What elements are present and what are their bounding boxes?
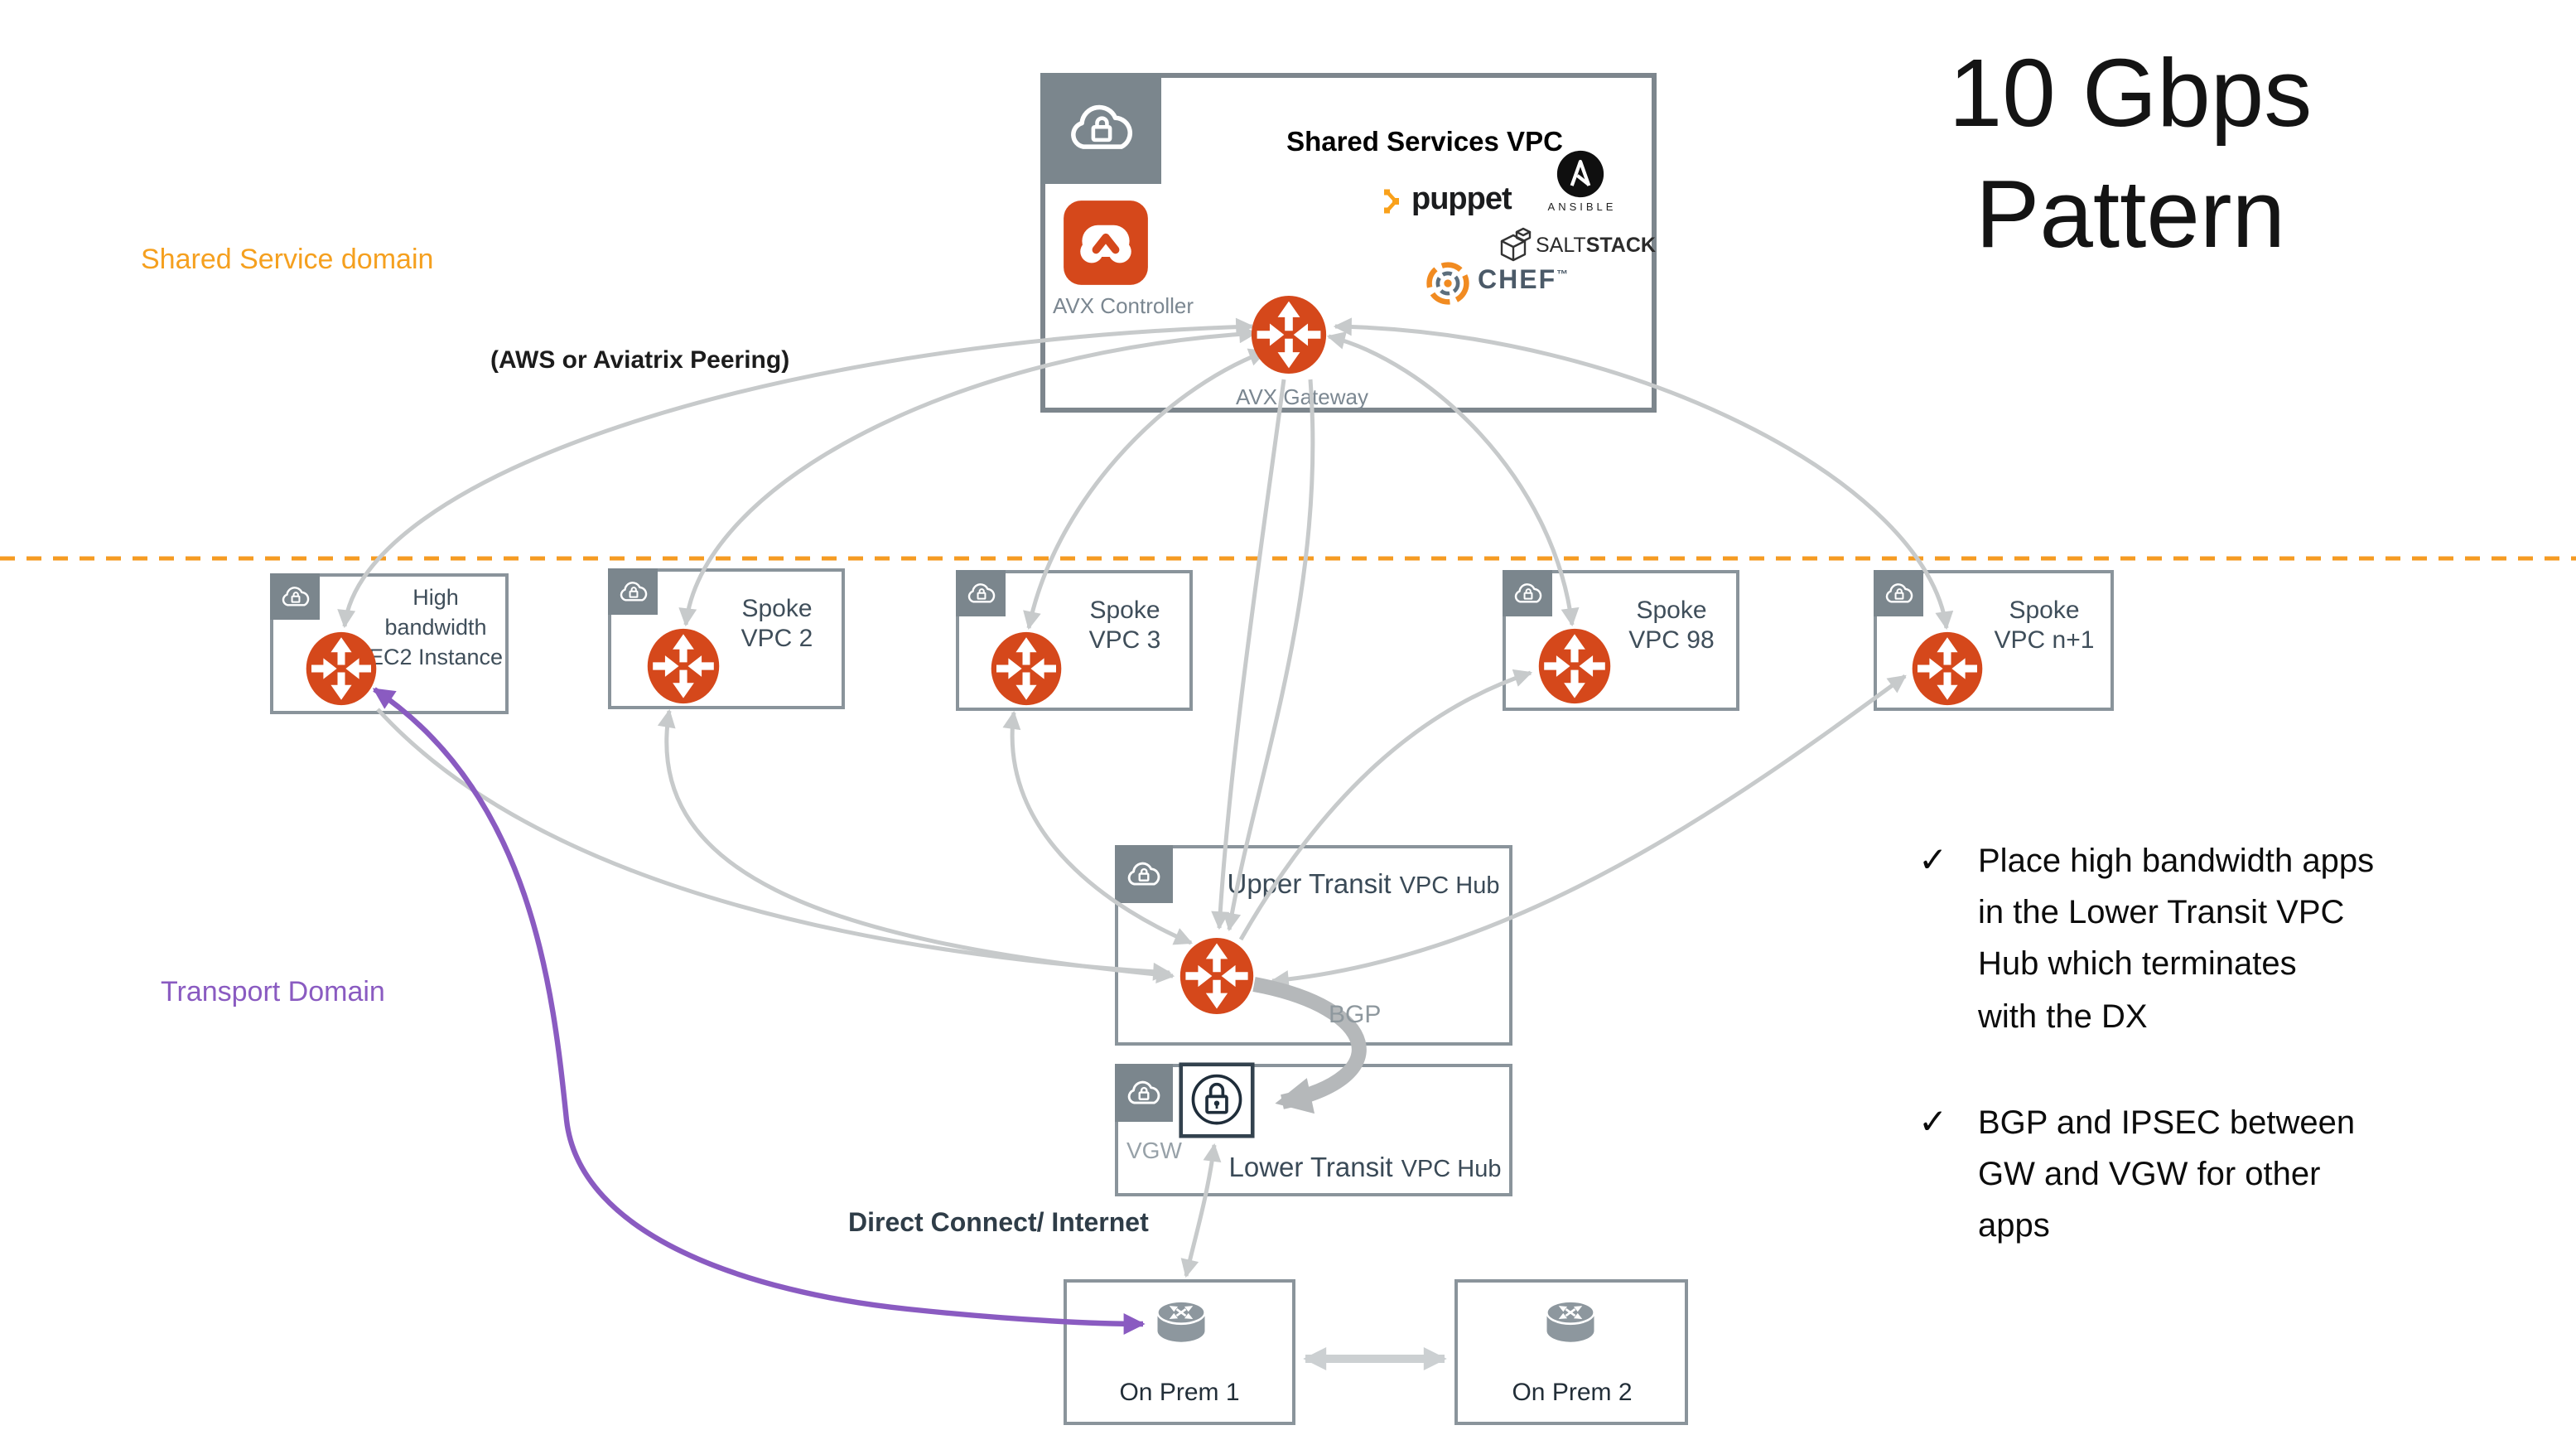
upper-transit-title-main: Upper Transit <box>1227 870 1392 900</box>
cloud-lock-icon <box>608 568 658 615</box>
transport-domain-label: Transport Domain <box>161 976 385 1007</box>
shared-service-domain-label: Shared Service domain <box>141 244 434 275</box>
spoke-label-line: bandwidth <box>384 614 487 640</box>
chef-logo-text: CHEF™ <box>1478 267 1570 297</box>
spoke-label-line: Spoke <box>2009 597 2080 625</box>
saltstack-icon <box>1496 227 1532 263</box>
peering-label: (AWS or Aviatrix Peering) <box>490 346 790 374</box>
bgp-label: BGP <box>1329 1001 1382 1029</box>
chef-icon <box>1425 260 1471 307</box>
cloud-lock-icon <box>1115 1064 1173 1122</box>
shared-services-vpc-box: Shared Services VPC AVX Controller puppe… <box>1040 73 1657 413</box>
spoke-label-line: Spoke <box>1636 597 1707 625</box>
cloud-lock-icon <box>1115 845 1173 903</box>
shared-services-vpc-title: Shared Services VPC <box>1286 128 1563 157</box>
spoke-label-line: VPC 2 <box>740 625 813 654</box>
upper-transit-title-suffix: VPC Hub <box>1399 873 1500 900</box>
page-title-line-1: 10 Gbps <box>1948 40 2313 147</box>
onprem-router-icon <box>1537 1288 1604 1350</box>
checkmark-icon: ✓ <box>1918 842 1948 880</box>
direct-connect-label: Direct Connect/ Internet <box>848 1210 1149 1238</box>
onprem-router-icon <box>1148 1288 1214 1350</box>
lower-transit-vpc-hub-box: VGW Lower Transit VPC Hub <box>1115 1064 1512 1196</box>
cloud-lock-icon <box>1874 570 1923 616</box>
page-title-line-2: Pattern <box>1975 161 2285 269</box>
spoke-box-vpc-2: Spoke VPC 2 <box>608 568 845 709</box>
spoke-label-line: VPC 3 <box>1088 626 1161 655</box>
page-title: 10 Gbps Pattern <box>1882 33 2379 275</box>
puppet-logo-text: puppet <box>1411 182 1512 217</box>
cloud-lock-icon <box>1040 73 1161 184</box>
lower-transit-title: Lower Transit VPC Hub <box>1218 1153 1512 1185</box>
avx-controller-icon <box>1062 199 1150 287</box>
lower-transit-title-main: Lower Transit <box>1228 1153 1393 1183</box>
cloud-lock-icon <box>956 570 1006 616</box>
spoke-label-line: VPC 98 <box>1628 626 1715 655</box>
salt-text: SALT <box>1536 234 1586 257</box>
router-icon <box>644 628 722 704</box>
router-icon <box>1536 628 1614 704</box>
note-text: BGP and IPSEC between GW and VGW for oth… <box>1978 1104 2356 1245</box>
puppet-icon <box>1383 179 1408 224</box>
cloud-lock-icon <box>1503 570 1552 616</box>
spoke-label-line: Spoke <box>1089 597 1160 625</box>
avx-controller-label: AVX Controller <box>1052 293 1194 318</box>
upper-transit-title: Upper Transit VPC Hub <box>1218 870 1509 901</box>
note-item: ✓ BGP and IPSEC between GW and VGW for o… <box>1918 1099 2515 1254</box>
spoke-label-line: Spoke <box>741 595 813 623</box>
ansible-logo-text: ANSIBLE <box>1547 202 1617 214</box>
cloud-lock-icon <box>270 573 320 620</box>
router-icon <box>987 631 1065 706</box>
upper-transit-vpc-hub-box: Upper Transit VPC Hub <box>1115 845 1512 1046</box>
stack-text: STACK <box>1585 234 1656 257</box>
chef-text: CHEF <box>1478 267 1557 295</box>
vgw-lock-icon <box>1178 1062 1256 1138</box>
note-text: Place high bandwidth apps in the Lower T… <box>1978 843 2375 1036</box>
saltstack-logo-text: SALTSTACK <box>1536 234 1656 257</box>
avx-gateway-label: AVX Gateway <box>1236 384 1368 409</box>
spoke-label-line: EC2 Instance <box>368 644 504 669</box>
router-icon <box>1908 631 1986 706</box>
upper-transit-router-icon <box>1178 935 1256 1017</box>
router-icon <box>303 631 379 706</box>
chef-tm: ™ <box>1556 269 1570 282</box>
on-prem-2-label: On Prem 2 <box>1512 1379 1633 1407</box>
lower-transit-title-suffix: VPC Hub <box>1401 1157 1502 1183</box>
notes-list: ✓ Place high bandwidth apps in the Lower… <box>1918 837 2515 1308</box>
spoke-label-line: VPC n+1 <box>1994 626 2095 655</box>
on-prem-1-label: On Prem 1 <box>1119 1379 1240 1407</box>
checkmark-icon: ✓ <box>1918 1103 1948 1142</box>
avx-gateway-icon <box>1249 292 1329 378</box>
note-item: ✓ Place high bandwidth apps in the Lower… <box>1918 837 2515 1044</box>
spoke-label-line: High <box>412 585 459 610</box>
vgw-label: VGW <box>1126 1137 1182 1163</box>
